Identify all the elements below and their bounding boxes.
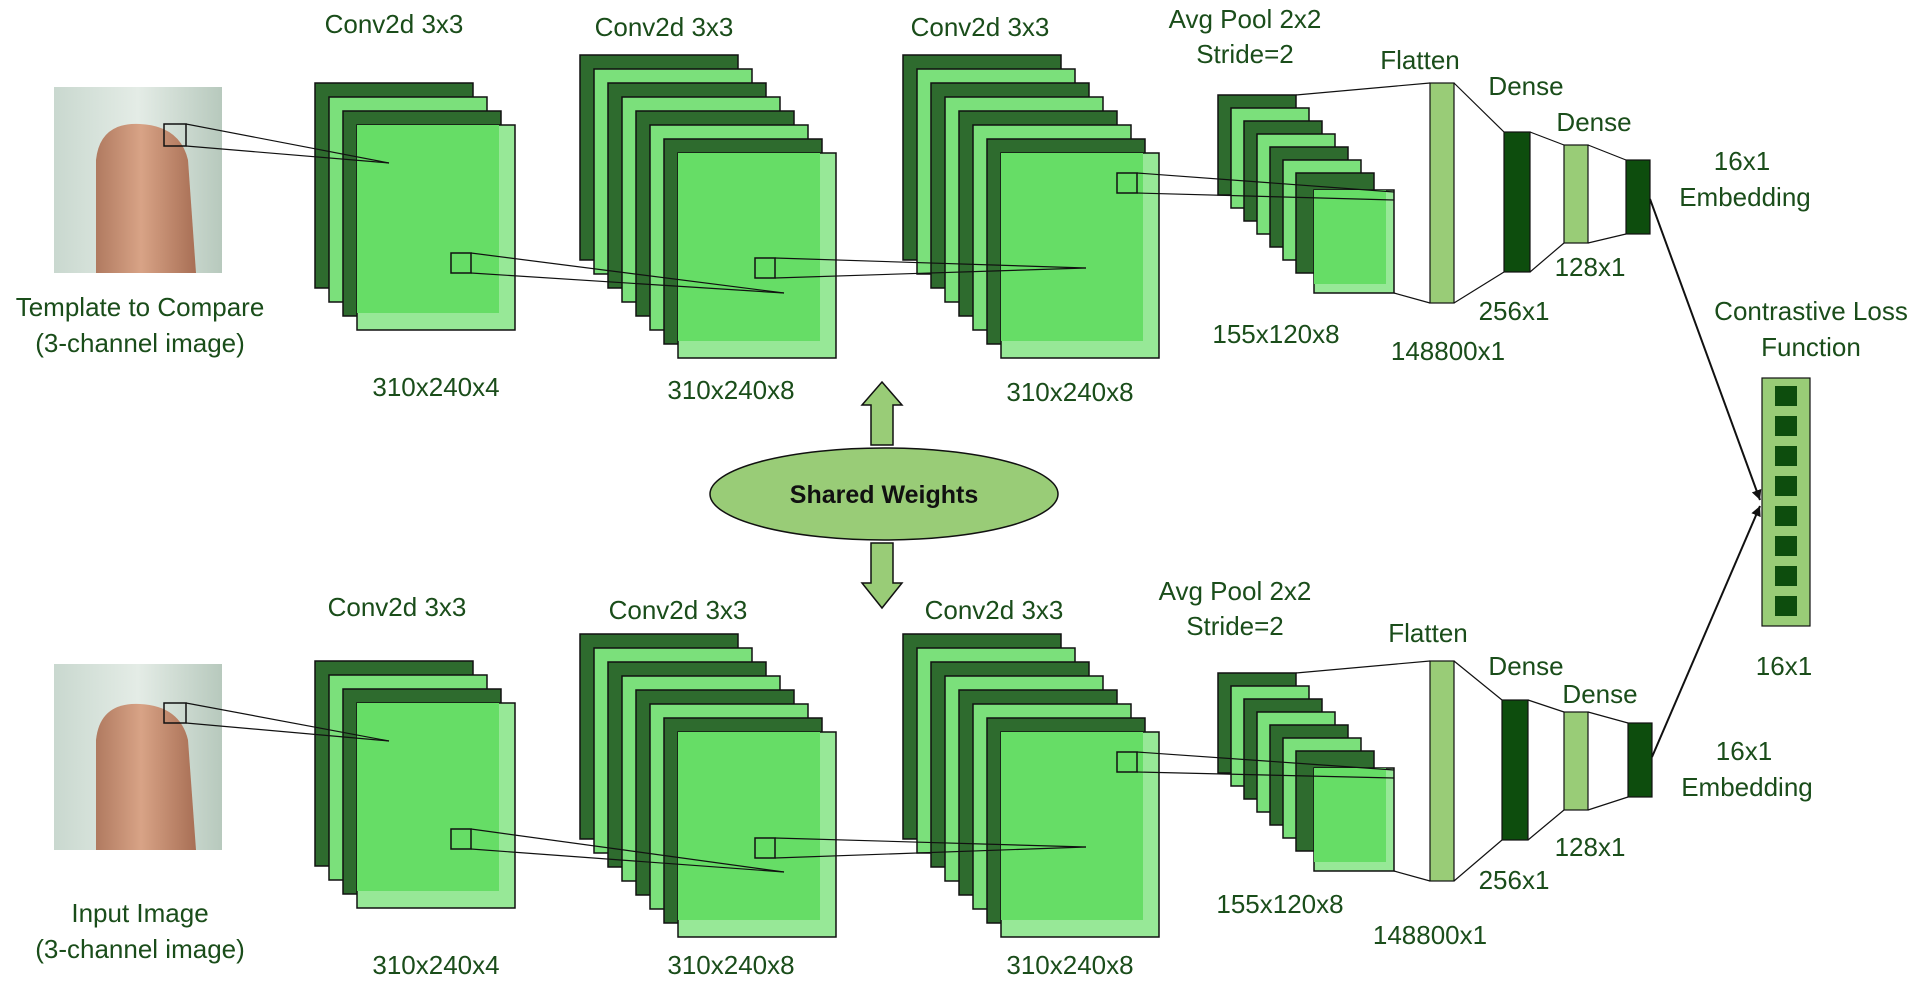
bottom-conv2-stack (579, 633, 837, 938)
bottom-dense2-dims: 128x1 (1555, 832, 1626, 862)
top-pool-title-line2: Stride=2 (1196, 39, 1294, 69)
top-input-label-line2: (3-channel image) (35, 328, 245, 358)
top-pool-title-line1: Avg Pool 2x2 (1169, 4, 1322, 34)
bottom-dense1-dims: 256x1 (1479, 865, 1550, 895)
top-conv1-dims: 310x240x4 (372, 372, 499, 402)
top-flatten-dims: 148800x1 (1391, 336, 1505, 366)
bottom-input-image (54, 664, 222, 850)
top-dense2-dims: 128x1 (1555, 252, 1626, 282)
bottom-conv3-title: Conv2d 3x3 (925, 595, 1064, 625)
top-dense1-title: Dense (1488, 71, 1563, 101)
bottom-conv1-stack (314, 660, 516, 909)
bottom-flatten-dims: 148800x1 (1373, 920, 1487, 950)
loss-title-line2: Function (1761, 332, 1861, 362)
bottom-embedding-line1: 16x1 (1716, 736, 1772, 766)
shared-weights-up-arrow (860, 380, 904, 446)
top-embedding-line1: 16x1 (1714, 146, 1770, 176)
top-input-label-line1: Template to Compare (16, 292, 265, 322)
shared-weights-down-arrow (860, 542, 904, 610)
bottom-pool-title-line2: Stride=2 (1186, 611, 1284, 641)
top-embedding-layer (1625, 159, 1651, 235)
bottom-dense2-title: Dense (1562, 679, 1637, 709)
top-dense2-title: Dense (1556, 107, 1631, 137)
top-to-loss-arrow (1649, 198, 1762, 501)
top-embedding-line2: Embedding (1679, 182, 1811, 212)
bottom-input-label-line1: Input Image (71, 898, 208, 928)
top-conv3-stack (902, 54, 1160, 359)
bottom-conv3-dims: 310x240x8 (1006, 950, 1133, 980)
top-conv3-title: Conv2d 3x3 (911, 12, 1050, 42)
bottom-branch: Input Image (3-channel image) Conv2d 3x3… (35, 576, 1813, 980)
top-conv1-stack (314, 82, 516, 331)
shared-weights-ellipse (709, 447, 1059, 541)
top-conv2-dims: 310x240x8 (667, 375, 794, 405)
bottom-pool-dims: 155x120x8 (1216, 889, 1343, 919)
top-pool-stack (1217, 94, 1395, 294)
top-dense1-layer (1503, 131, 1531, 273)
bottom-embedding-line2: Embedding (1681, 772, 1813, 802)
bottom-conv3-stack (902, 633, 1160, 938)
bottom-pool-title-line1: Avg Pool 2x2 (1159, 576, 1312, 606)
bottom-conv1-dims: 310x240x4 (372, 950, 499, 980)
shared-weights: Shared Weights (709, 380, 1059, 610)
bottom-flatten-title: Flatten (1388, 618, 1468, 648)
top-flatten-title: Flatten (1380, 45, 1460, 75)
bottom-conv1-title: Conv2d 3x3 (328, 592, 467, 622)
top-connectors (185, 82, 1627, 304)
top-conv2-title: Conv2d 3x3 (595, 12, 734, 42)
top-conv2-stack (579, 54, 837, 359)
bottom-to-loss-arrow (1651, 505, 1761, 758)
top-branch: Template to Compare (3-channel image) Co… (16, 4, 1811, 407)
bottom-input-label-line2: (3-channel image) (35, 934, 245, 964)
top-flatten-layer (1429, 82, 1455, 304)
top-pool-dims: 155x120x8 (1212, 319, 1339, 349)
loss-title-line1: Contrastive Loss (1714, 296, 1908, 326)
bottom-dense2-layer (1563, 711, 1589, 811)
loss-vector-cells (1775, 386, 1797, 616)
loss-vector (1761, 377, 1811, 627)
bottom-connectors (185, 660, 1629, 882)
bottom-conv2-dims: 310x240x8 (667, 950, 794, 980)
bottom-flatten-layer (1429, 660, 1455, 882)
top-conv3-dims: 310x240x8 (1006, 377, 1133, 407)
top-input-image (54, 87, 222, 274)
top-dense1-dims: 256x1 (1479, 296, 1550, 326)
bottom-pool-stack (1217, 672, 1395, 872)
top-dense2-layer (1563, 144, 1589, 244)
bottom-conv2-title: Conv2d 3x3 (609, 595, 748, 625)
bottom-dense1-title: Dense (1488, 651, 1563, 681)
top-conv1-title: Conv2d 3x3 (325, 9, 464, 39)
shared-weights-label: Shared Weights (790, 481, 978, 509)
loss-dims: 16x1 (1756, 651, 1812, 681)
bottom-dense1-layer (1501, 699, 1529, 841)
contrastive-loss: Contrastive Loss Function 16x1 (1649, 198, 1908, 758)
bottom-embedding-layer (1627, 722, 1653, 798)
